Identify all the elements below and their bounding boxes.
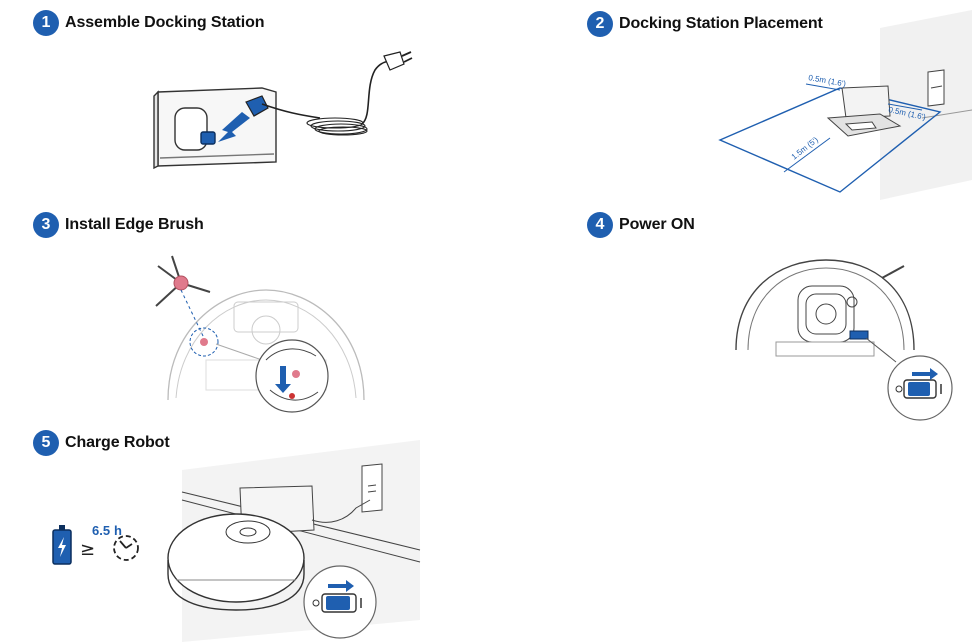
clear-zone-outline xyxy=(718,87,942,193)
step-3-title: Install Edge Brush xyxy=(65,216,204,233)
robot-vacuum xyxy=(167,513,305,611)
charge-hours-value: 6.5 xyxy=(92,523,110,538)
step-4-title: Power ON xyxy=(619,216,695,233)
down-arrow-icon xyxy=(275,366,291,393)
charge-hours-unit: h xyxy=(114,523,122,538)
measure-lines xyxy=(783,83,923,173)
step-1-header: 1 Assemble Docking Station xyxy=(33,10,265,36)
step-4-header: 4 Power ON xyxy=(587,212,695,238)
step-1-title: Assemble Docking Station xyxy=(65,14,265,31)
power-switch-small xyxy=(849,330,869,340)
step-2-title: Docking Station Placement xyxy=(619,15,823,32)
docking-station-small xyxy=(826,85,902,137)
step-5-title: Charge Robot xyxy=(65,434,170,451)
dc-plug xyxy=(245,95,321,119)
arrow-icon xyxy=(218,112,250,142)
docking-station-back xyxy=(153,87,277,170)
wall-outlet xyxy=(927,69,945,107)
wall-outlet-2 xyxy=(361,463,383,513)
step-3-number: 3 xyxy=(33,212,59,238)
battery-icon xyxy=(52,525,72,565)
power-switch-zoom xyxy=(887,355,953,421)
right-arrow-icon-2 xyxy=(328,580,354,592)
greater-equal-symbol: ≥ xyxy=(80,539,95,560)
charge-switch-zoom xyxy=(303,565,377,639)
right-arrow-icon xyxy=(912,368,938,380)
step-1-number: 1 xyxy=(33,10,59,36)
step-3-header: 3 Install Edge Brush xyxy=(33,212,204,238)
step-5-header: 5 Charge Robot xyxy=(33,430,170,456)
step-5-number: 5 xyxy=(33,430,59,456)
brush-install-zoom xyxy=(255,339,329,413)
wall-shading xyxy=(880,10,972,200)
wall-plug-icon xyxy=(383,51,413,71)
step-2-number: 2 xyxy=(587,11,613,37)
timer-icon xyxy=(113,535,139,561)
step-4-number: 4 xyxy=(587,212,613,238)
step-2-header: 2 Docking Station Placement xyxy=(587,11,823,37)
